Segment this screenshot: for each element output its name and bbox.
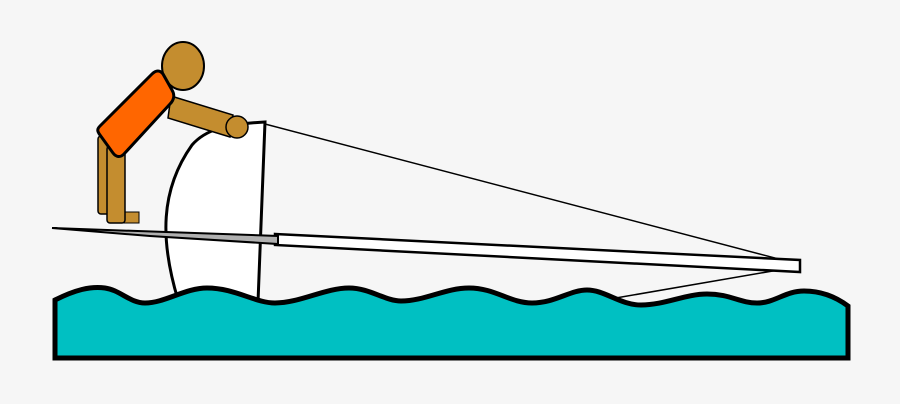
mainsheet-line-upper bbox=[264, 123, 791, 263]
sailor-foot bbox=[123, 211, 140, 224]
sailor-hand bbox=[225, 115, 249, 139]
sailor-front-leg bbox=[106, 145, 126, 224]
sailor-shirt bbox=[96, 69, 176, 158]
sailor-arm bbox=[167, 95, 234, 138]
mainsheet-line-lower bbox=[609, 267, 791, 300]
water-waves bbox=[52, 285, 851, 361]
sailor-figure bbox=[96, 41, 249, 224]
sailor-head bbox=[161, 41, 205, 91]
tiller-extension bbox=[51, 227, 279, 246]
